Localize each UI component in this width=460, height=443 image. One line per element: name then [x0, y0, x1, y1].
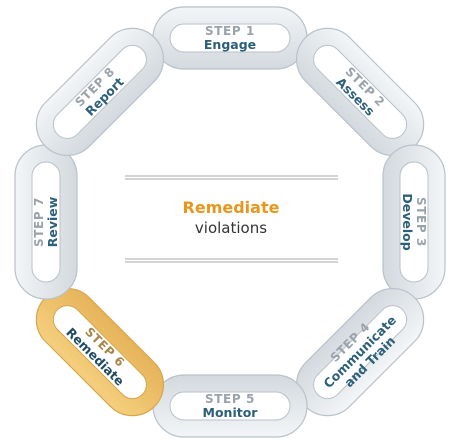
step-name: Develop: [400, 193, 415, 250]
chain-link-develop: [382, 144, 446, 300]
step-number: STEP 5: [205, 392, 255, 406]
center-panel: Remediate violations: [125, 175, 338, 263]
chain-link-review: [14, 144, 78, 300]
chain-link-engage-overlap: [168, 6, 292, 38]
chain-links: [14, 6, 446, 438]
step-name: Engage: [204, 37, 256, 52]
step-name: Review: [45, 196, 60, 247]
step-number: STEP 3: [414, 197, 428, 247]
center-title: Remediate: [183, 198, 280, 217]
chain-link-report: [35, 27, 165, 157]
chain-link-monitor: [152, 374, 308, 438]
step-name: Monitor: [203, 405, 259, 420]
step-number: STEP 1: [205, 24, 255, 38]
chain-link-assess: [295, 27, 425, 157]
center-subtitle: violations: [195, 219, 267, 237]
step-number: STEP 7: [32, 197, 46, 247]
